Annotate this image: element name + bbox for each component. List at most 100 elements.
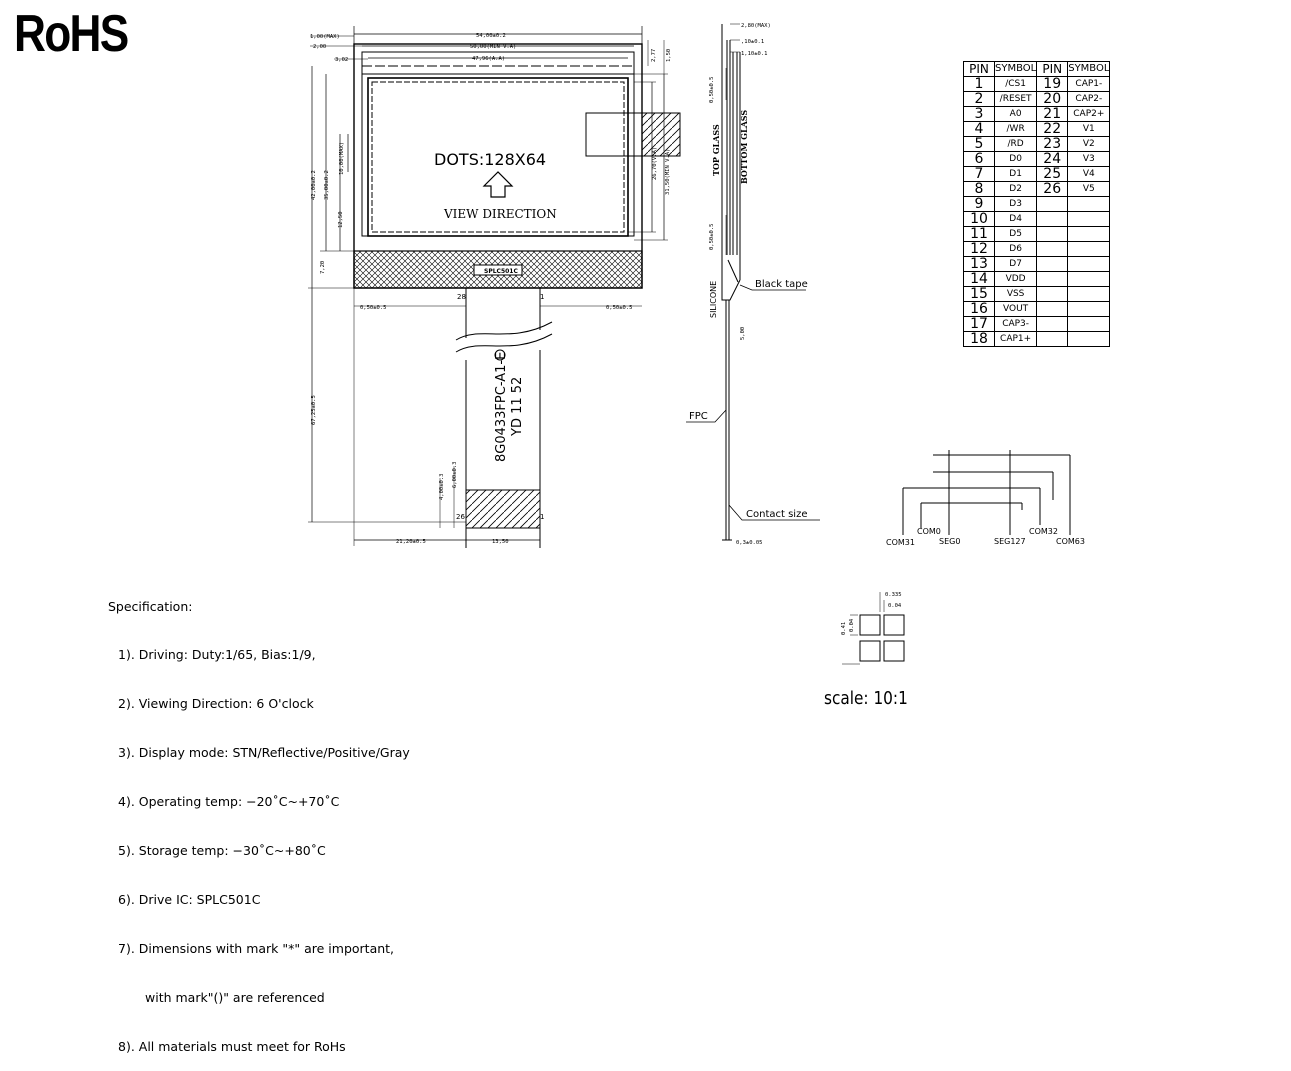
spec-item: 2). Viewing Direction: 6 O'clock: [118, 696, 314, 712]
pin-symbol-2: V3: [1067, 151, 1111, 167]
pin-symbol-2: [1067, 301, 1111, 317]
dim-0335: 0.335: [885, 592, 902, 598]
pin-number: 13: [963, 256, 995, 272]
pin-symbol: D5: [993, 226, 1038, 242]
side-view: [686, 23, 820, 541]
pin-number-2: [1036, 211, 1069, 227]
pin-symbol: D7: [993, 256, 1038, 272]
pin-number-2: [1036, 271, 1069, 287]
pin-symbol-2: CAP2-: [1067, 91, 1111, 107]
spec-item: 6). Drive IC: SPLC501C: [118, 891, 261, 907]
seg127-label: SEG127: [994, 537, 1026, 546]
pin-symbol: /CS1: [993, 76, 1038, 92]
dim-050b: 0,50±0.5: [606, 305, 633, 311]
pin-number: 7: [963, 166, 995, 182]
spec-item: 5). Storage temp: −30˚C~+80˚C: [118, 843, 326, 859]
dim-004b: 0.04: [849, 618, 855, 632]
pin-28-label: 28: [457, 293, 466, 301]
pin-number-2: [1036, 331, 1069, 347]
pin-number: 5: [963, 136, 995, 152]
spec-item: 3). Display mode: STN/Reflective/Positiv…: [118, 745, 410, 761]
pin-symbol: VDD: [993, 271, 1038, 287]
pin-number-2: 21: [1036, 106, 1069, 122]
pin-symbol-2: [1067, 316, 1111, 332]
com0-label: COM0: [917, 527, 941, 536]
spec-item: 8). All materials must meet for RoHs: [118, 1038, 346, 1054]
spec-item: 7). Dimensions with mark "*" are importa…: [118, 940, 395, 956]
pin-symbol-2: [1067, 271, 1111, 287]
pin-symbol: VOUT: [993, 301, 1038, 317]
fpc-label: FPC: [689, 411, 708, 422]
com63-label: COM63: [1056, 537, 1085, 546]
pin-number-2: 22: [1036, 121, 1069, 137]
pin-number-2: 23: [1036, 136, 1069, 152]
dim-54: 54,00±0.2: [476, 33, 506, 39]
pin-number-2: [1036, 316, 1069, 332]
dim-500: 5,00: [740, 327, 746, 340]
pin-symbol: VSS: [993, 286, 1038, 302]
com32-label: COM32: [1029, 527, 1058, 536]
header-symbol-2: SYMBOL: [1067, 61, 1111, 77]
pin-symbol-2: [1067, 211, 1111, 227]
pin-symbol: CAP3-: [993, 316, 1038, 332]
dim-2: 2,00: [313, 44, 326, 50]
spec-item: 4). Operating temp: −20˚C~+70˚C: [118, 794, 340, 810]
dim-050a: 0,50±0.5: [360, 305, 387, 311]
dim-35: 35,00±0.2: [324, 170, 330, 200]
seg0-label: SEG0: [939, 537, 960, 546]
dim-3150: 31,50(MIN V.A): [665, 149, 671, 195]
pin-number: 3: [963, 106, 995, 122]
bottom-glass-label: BOTTOM GLASS: [739, 110, 749, 184]
pin-number-2: 20: [1036, 91, 1069, 107]
pin-number-2: [1036, 241, 1069, 257]
dim-2670: 26,70(V.A): [652, 147, 658, 180]
pin-symbol: /RD: [993, 136, 1038, 152]
pin-symbol: D2: [993, 181, 1038, 197]
dim-03: 0,3±0.05: [736, 540, 763, 546]
pin-number: 9: [963, 196, 995, 212]
pin-symbol-2: V1: [1067, 121, 1111, 137]
pin-number: 8: [963, 181, 995, 197]
pin-symbol-2: CAP1-: [1067, 76, 1111, 92]
pin-symbol-2: [1067, 286, 1111, 302]
pin-symbol: D0: [993, 151, 1038, 167]
specification: Specification: 1). Driving: Duty:1/65, B…: [108, 566, 410, 1071]
pin-number: 6: [963, 151, 995, 167]
black-tape-label: Black tape: [755, 279, 808, 290]
pin-number: 14: [963, 271, 995, 287]
pin-number-2: [1036, 301, 1069, 317]
dim-1350: 13,50: [492, 539, 509, 545]
spec-title: Specification:: [108, 598, 193, 614]
spec-item: 1). Driving: Duty:1/65, Bias:1/9,: [118, 647, 316, 663]
pin-number: 1: [963, 76, 995, 92]
spec-item-continued: with mark"()" are referenced: [145, 989, 325, 1005]
dim-10a: ,10±0.1: [741, 39, 764, 45]
pin-symbol-2: V4: [1067, 166, 1111, 182]
pin-symbol-2: [1067, 256, 1111, 272]
pin-number: 10: [963, 211, 995, 227]
dim-1max: 1,00(MAX): [310, 34, 340, 40]
dim-50: 50,00(MIN V.A): [470, 44, 516, 50]
dim-050c: 0,50±0.5: [709, 77, 715, 104]
dim-47: 47,96(A.A): [472, 56, 505, 62]
com-seg-diagram: [902, 450, 1071, 535]
dim-150: 1,50: [666, 49, 672, 62]
contact-size-label: Contact size: [746, 509, 807, 520]
pin-number-2: 26: [1036, 181, 1069, 197]
pin-symbol: A0: [993, 106, 1038, 122]
pin-symbol: D3: [993, 196, 1038, 212]
header-pin: PIN: [963, 61, 995, 77]
dim-110: 1,10±0.1: [741, 51, 768, 57]
front-view: [308, 26, 681, 548]
top-glass-label: TOP GLASS: [711, 124, 721, 176]
pin-symbol-2: CAP2+: [1067, 106, 1111, 122]
dim-400: 4,00±0.3: [439, 474, 445, 501]
